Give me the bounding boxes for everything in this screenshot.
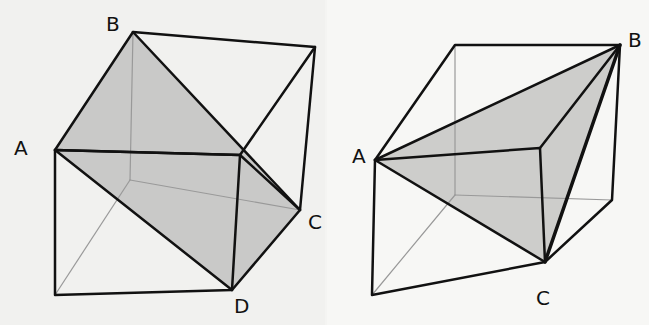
vertex-label: A	[352, 146, 366, 166]
vertex-label: A	[14, 138, 28, 158]
vertex-label: B	[106, 14, 120, 34]
vertex-label: C	[308, 212, 322, 232]
vertex-label: C	[536, 288, 550, 308]
vertex-label: D	[234, 296, 249, 316]
vertex-label: B	[628, 30, 642, 50]
